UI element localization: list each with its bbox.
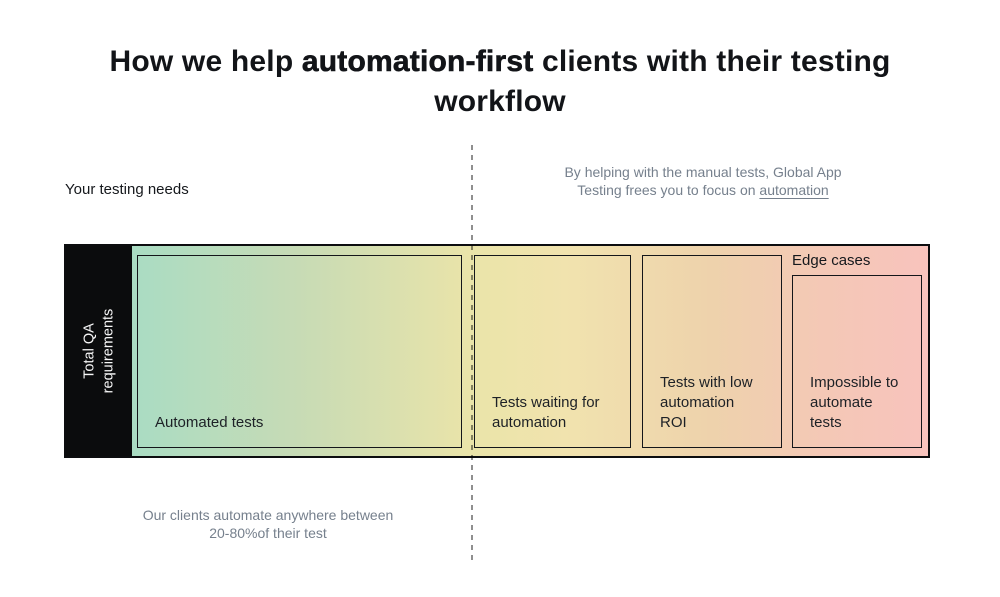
segment-tests-low-automation-roi: Tests with low automation ROI — [642, 255, 782, 448]
automation-link[interactable]: automation — [759, 181, 829, 198]
divider-dashed-line — [471, 145, 473, 562]
qa-requirements-bar: Total QA requirements Automated tests Te… — [64, 244, 930, 458]
segment-label: Tests waiting for automation — [492, 394, 600, 431]
segment-tests-waiting-for-automation: Tests waiting for automation — [474, 255, 631, 448]
title-prefix: How we help — [109, 45, 302, 78]
bottom-note: Our clients automate anywhere between 20… — [142, 507, 394, 541]
segment-label: Tests with low automation ROI — [660, 374, 753, 431]
your-testing-needs-label: Your testing needs — [65, 181, 189, 198]
segment-label: Impossible to automate tests — [810, 374, 899, 431]
title-strong: automation-first — [301, 45, 534, 79]
edge-cases-label: Edge cases — [792, 252, 871, 269]
segment-impossible-to-automate: Impossible to automate tests — [792, 275, 922, 448]
segment-automated-tests: Automated tests — [137, 255, 462, 448]
right-note-text: By helping with the manual tests, Global… — [564, 164, 842, 198]
total-qa-axis-block: Total QA requirements — [66, 246, 132, 456]
right-note: By helping with the manual tests, Global… — [545, 164, 861, 199]
title-suffix: clients with their testing workflow — [434, 45, 891, 118]
page-title: How we help automation-first clients wit… — [80, 42, 920, 122]
total-qa-axis-label: Total QA requirements — [81, 308, 116, 394]
segment-label: Automated tests — [155, 414, 264, 431]
